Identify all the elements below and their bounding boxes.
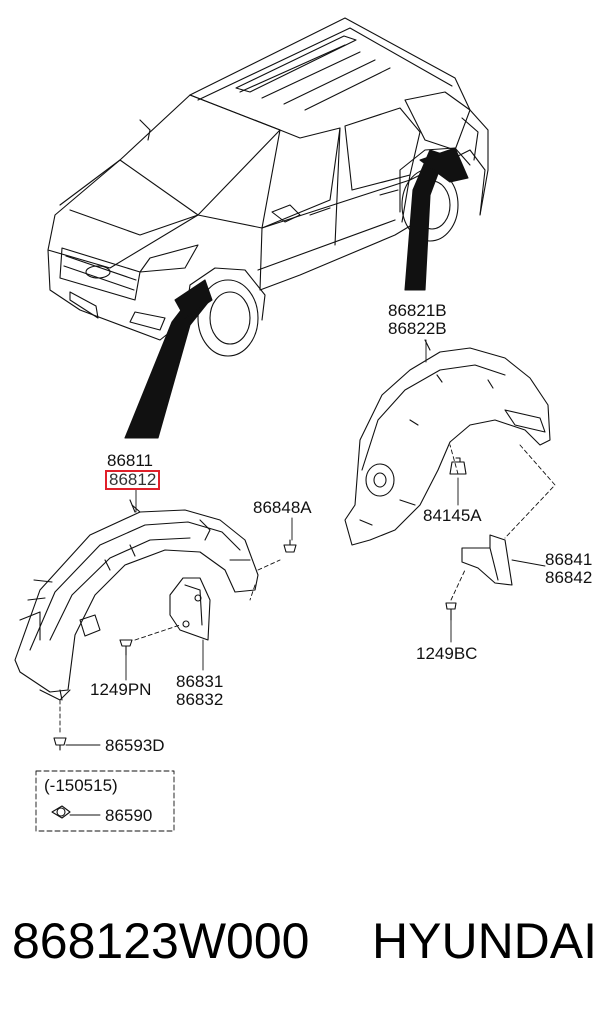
brand-caption: HYUNDAI: [372, 913, 598, 969]
label-screw-front: 1249PN: [90, 680, 152, 699]
label-screw-bottom: 86593D: [105, 736, 165, 755]
label-screw-old: 86590: [105, 806, 153, 825]
label-rear-mudguard-rh: 86842: [545, 568, 593, 587]
label-front-mudguard-rh: 86832: [176, 690, 224, 709]
front-fender-liner: [14, 499, 259, 701]
label-nut: 84145A: [423, 506, 482, 525]
label-front-liner-lh: 86811: [107, 451, 154, 470]
hardware: [51, 457, 467, 819]
rear-mudguard: [461, 534, 513, 586]
label-rear-liner-rh: 86822B: [388, 319, 447, 338]
label-rear-mudguard-lh: 86841: [545, 550, 593, 569]
label-front-mudguard-lh: 86831: [176, 672, 224, 691]
label-date-note: (-150515): [44, 776, 118, 795]
label-screw-rear: 1249BC: [416, 644, 478, 663]
leader-lines: [59, 339, 556, 816]
label-front-liner-rh-highlighted: 86812: [105, 470, 161, 490]
rear-fender-liner: [344, 339, 551, 546]
part-number-caption: 868123W000: [12, 913, 310, 969]
location-arrows: [124, 147, 469, 439]
superseded-part-box: [35, 770, 175, 832]
parts-diagram: [14, 17, 556, 832]
vehicle-illustration: [47, 17, 489, 357]
front-mudguard: [169, 577, 211, 641]
label-rear-liner-lh: 86821B: [388, 301, 447, 320]
label-clip: 86848A: [253, 498, 312, 517]
